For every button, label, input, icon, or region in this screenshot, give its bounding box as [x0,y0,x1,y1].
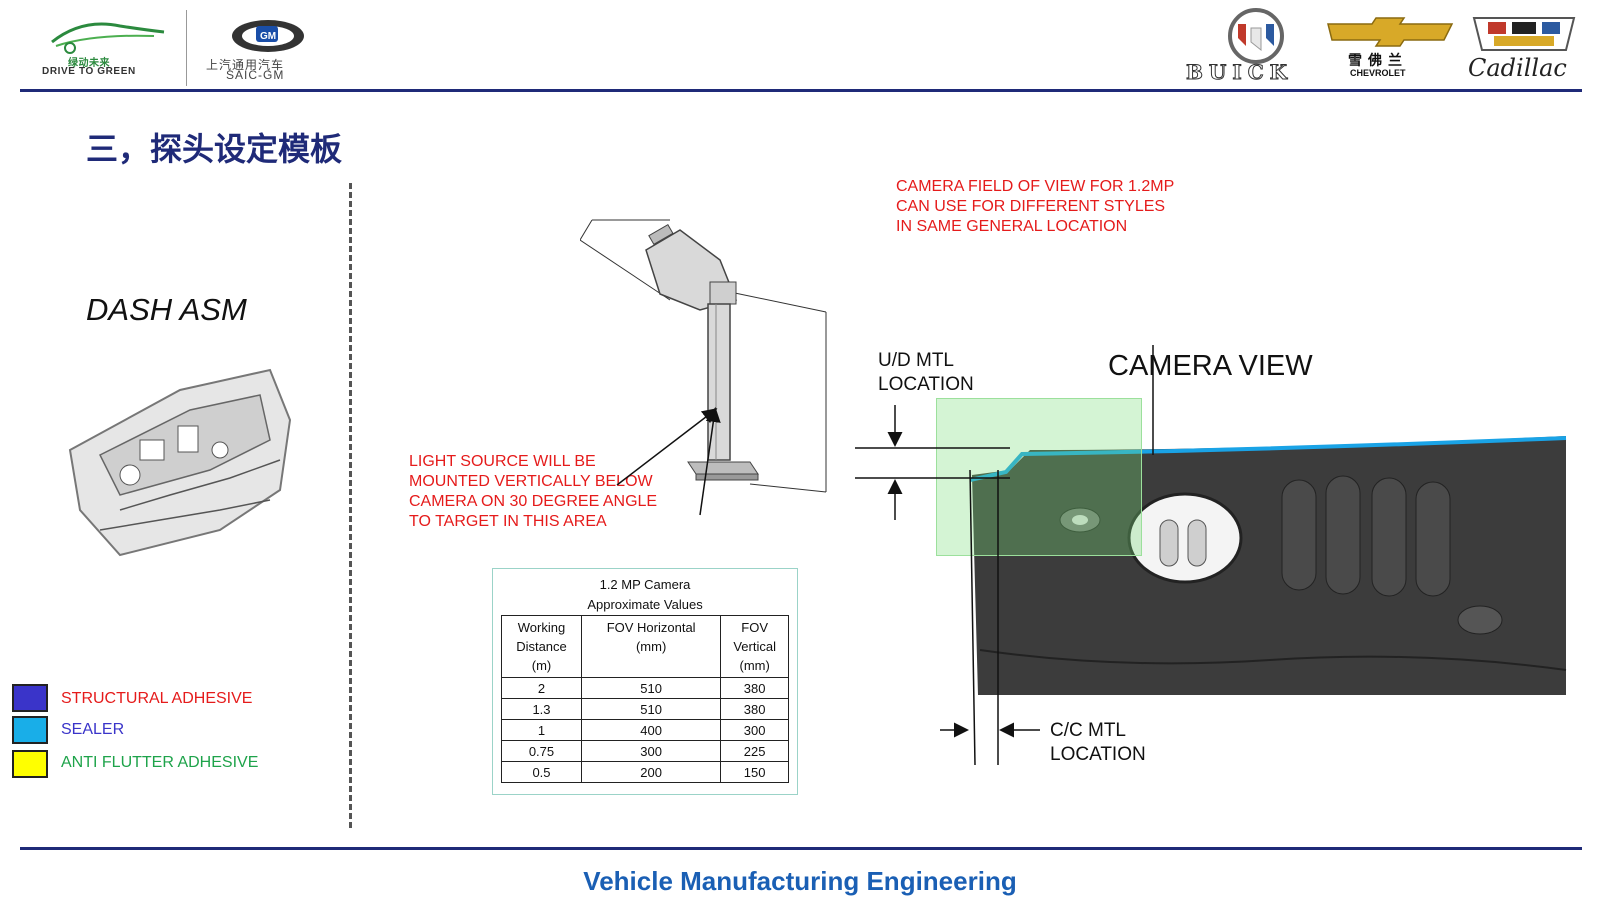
header-text: FOV [741,620,769,635]
cc-mtl-line-1: C/C MTL [1050,720,1126,741]
light-source-line-1: LIGHT SOURCE WILL BE [409,453,596,470]
brand-chevrolet: CHEVROLET [1350,68,1406,78]
buick-shield-icon [1228,8,1284,64]
table-cell: 1 [501,719,582,741]
cc-mtl-line-2: LOCATION [1050,744,1146,765]
saic-gm-logo: GM 上汽通用汽车 SAIC-GM [206,18,336,82]
table-cell: 2 [501,677,582,699]
logo-divider [186,10,187,86]
logo1-cn: 绿动未来 [68,58,110,69]
footer-title: Vehicle Manufacturing Engineering [583,866,1017,896]
legend-swatch-anti-flutter-adhesive [12,750,48,778]
buick-logo: BUICK [1185,8,1326,85]
drive-to-green-logo: 绿动未来 DRIVE TO GREEN [42,18,172,78]
header-text: (m) [531,658,552,673]
dimension-annotations [616,345,1154,766]
table-cell: 200 [580,761,722,783]
svg-text:GM: GM [260,31,276,42]
gm-globe-icon: GM [232,20,304,52]
header-working-distance: Working Distance (m) [501,615,582,678]
header-text: (mm) [739,658,770,673]
table-cell: 225 [720,740,789,762]
cadillac-crest-icon [1472,17,1576,51]
header-text: Distance [516,639,567,654]
legend-label-anti-flutter-adhesive: ANTI FLUTTER ADHESIVE [61,754,259,771]
legend-label-structural-adhesive: STRUCTURAL ADHESIVE [61,690,253,707]
legend-label-sealer: SEALER [61,721,125,738]
legend-swatch-structural-adhesive [12,684,48,712]
table-cell: 300 [720,719,789,741]
brand-cadillac: Cadillac [1468,54,1567,82]
light-source-line-2: MOUNTED VERTICALLY BELOW [409,473,653,490]
panel-divider [349,183,352,828]
page-title: 三，探头设定模板 [86,130,343,168]
camera-view-image [970,436,1567,695]
ud-mtl-line-2: LOCATION [878,374,974,395]
table-cell: 510 [580,698,722,720]
chevrolet-logo: 雪佛兰 CHEVROLET [1324,16,1456,82]
header-rule [20,89,1582,92]
light-source-line-4: TO TARGET IN THIS AREA [409,513,607,530]
table-cell: 0.75 [501,740,582,762]
table-cell: 380 [720,698,789,720]
table-row: 0.5 200 150 [501,761,789,783]
table-cell: 400 [580,719,722,741]
brand-buick: BUICK [1185,60,1294,85]
ud-mtl-line-1: U/D MTL [878,350,954,371]
table-cell: 380 [720,677,789,699]
header-fov-horizontal: FOV Horizontal (mm) [580,615,722,678]
camera-stand-drawing [580,219,827,493]
camera-fov-note: CAMERA FIELD OF VIEW FOR 1.2MP CAN USE F… [896,177,1174,237]
table-cell: 1.3 [501,698,582,720]
dash-asm-label: DASH ASM [86,292,247,327]
footer-rule [20,847,1582,850]
chevrolet-bowtie-icon [1327,17,1454,47]
table-cell: 150 [720,761,789,783]
fov-table: Working Distance (m) FOV Horizontal (mm)… [501,615,789,783]
table-row: 2 510 380 [501,677,789,699]
camera-values-table: 1.2 MP Camera Approximate Values Working… [492,568,798,795]
table-cell: 300 [580,740,722,762]
brand-chevrolet-cn: 雪佛兰 [1348,52,1408,68]
camera-fov-line-3: IN SAME GENERAL LOCATION [896,218,1128,235]
table-cell: 510 [580,677,722,699]
logo2-cn: 上汽通用汽车 [206,58,285,72]
table-cell: 0.5 [501,761,582,783]
light-source-note: LIGHT SOURCE WILL BE MOUNTED VERTICALLY … [409,452,657,532]
header-text: (mm) [635,639,667,654]
table-row: 1 400 300 [501,719,789,741]
header-text: Vertical [733,639,776,654]
legend-swatch-sealer [12,716,48,744]
camera-fov-line-2: CAN USE FOR DIFFERENT STYLES [896,198,1166,215]
dash-assembly-image [68,368,292,557]
header-text: Working [517,620,566,635]
light-source-line-3: CAMERA ON 30 DEGREE ANGLE [409,493,658,510]
header-text: FOV Horizontal [606,620,696,635]
cadillac-logo: Cadillac [1468,14,1580,84]
table-header-row: Working Distance (m) FOV Horizontal (mm)… [501,615,789,678]
camera-view-label: CAMERA VIEW [1108,350,1313,382]
table-caption-line-1: 1.2 MP Camera [599,577,691,592]
logo2-en: SAIC-GM [226,68,285,82]
cc-mtl-label: C/C MTL LOCATION [1050,719,1146,767]
table-caption-line-2: Approximate Values [587,597,703,612]
table-row: 0.75 300 225 [501,740,789,762]
logo1-en: DRIVE TO GREEN [42,66,136,77]
table-row: 1.3 510 380 [501,698,789,720]
table-caption: 1.2 MP Camera Approximate Values [493,575,797,615]
header-fov-vertical: FOV Vertical (mm) [720,615,789,678]
ud-mtl-label: U/D MTL LOCATION [878,349,974,397]
car-swoosh-icon [51,22,165,54]
camera-fov-line-1: CAMERA FIELD OF VIEW FOR 1.2MP [896,178,1175,195]
